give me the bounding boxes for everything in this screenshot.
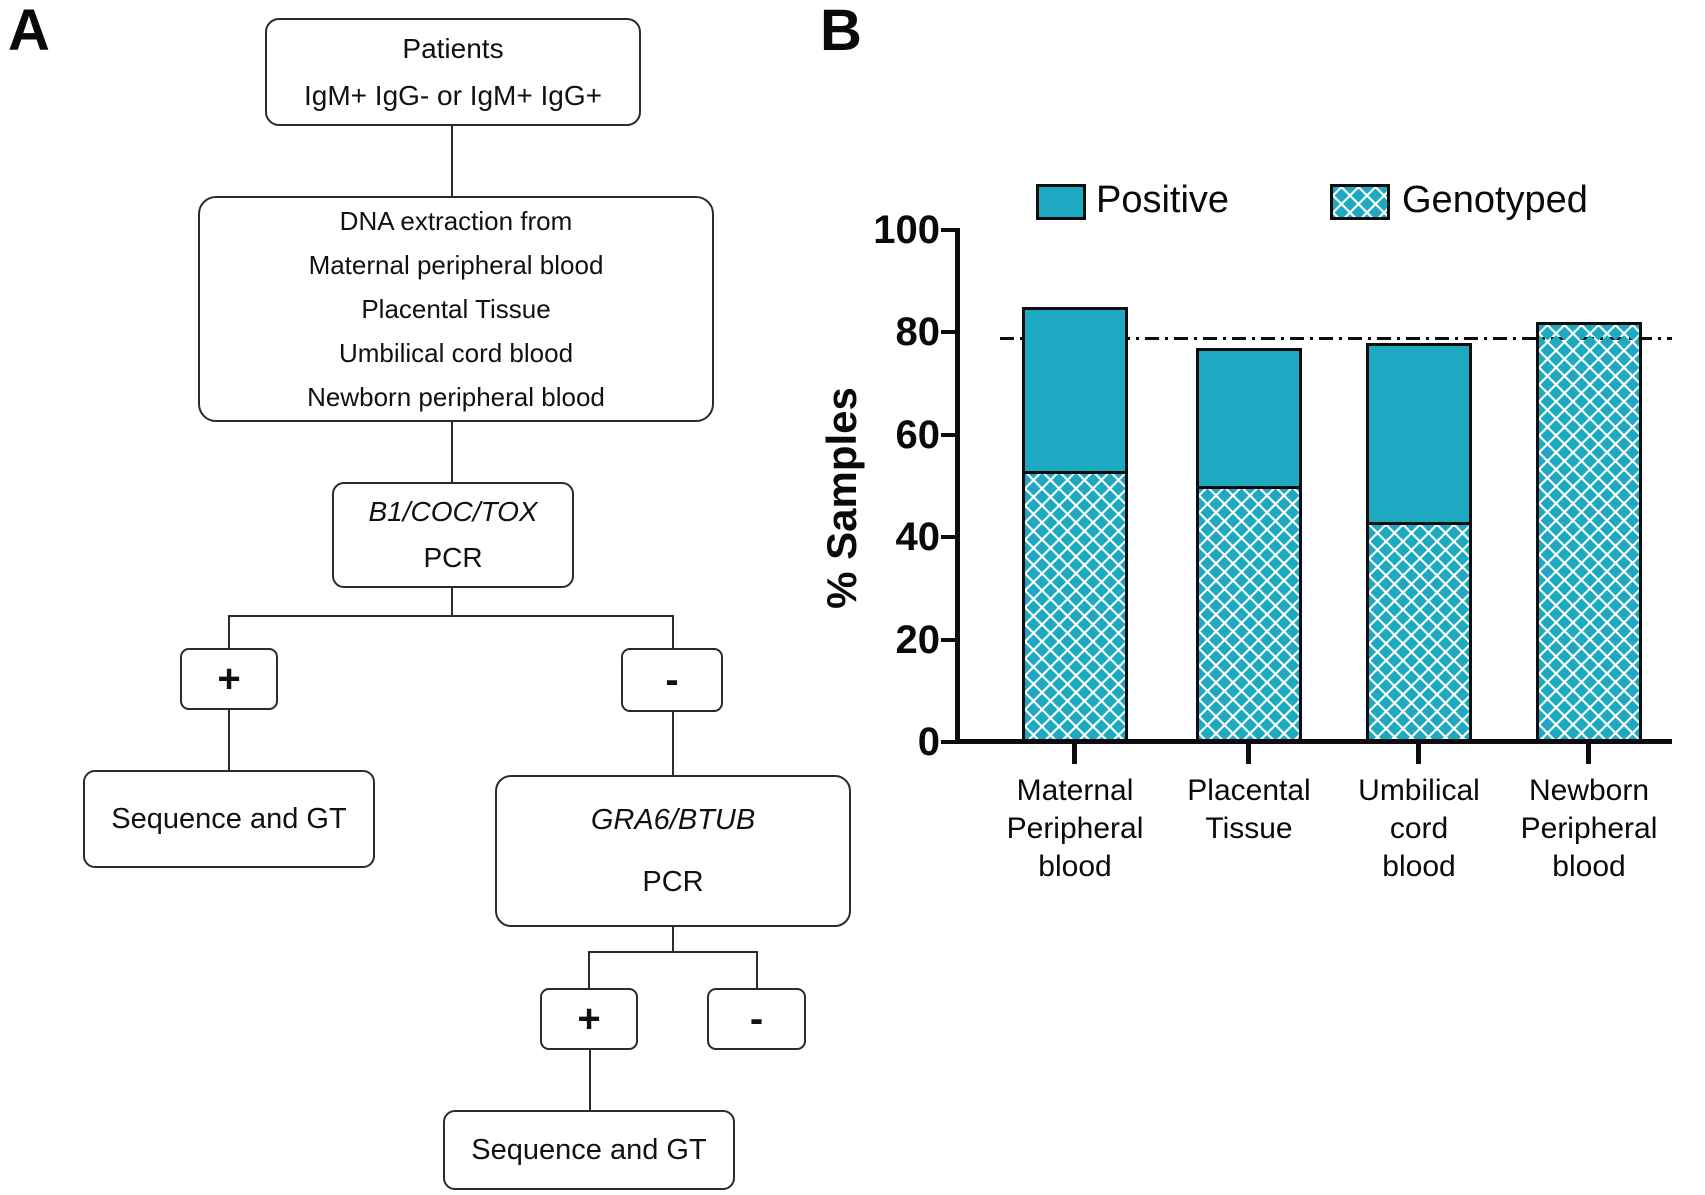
- patients-serology: IgM+ IgG- or IgM+ IgG+: [303, 80, 602, 111]
- pcr2-method: PCR: [642, 866, 704, 898]
- y-axis-line: [955, 228, 960, 744]
- bar-3-genotyped-segment: [1539, 325, 1639, 740]
- flow-node-pcr2-negative: -: [707, 988, 806, 1050]
- y-tick-label-60: 60: [895, 412, 941, 457]
- y-tick-60: [941, 432, 955, 437]
- bar-1-positive-segment: [1199, 350, 1299, 489]
- x-tick-3: [1586, 744, 1591, 764]
- connector-minus1-to-pcr2: [672, 712, 674, 775]
- connector-patients-to-dna: [451, 126, 453, 196]
- pcr1-genes: B1/COC/TOX: [368, 496, 538, 527]
- panel-b-label: B: [820, 0, 862, 63]
- x-category-label-1: Placental Tissue: [1187, 774, 1311, 845]
- connector-dna-to-pcr1: [451, 422, 453, 482]
- bar-2: [1366, 342, 1472, 742]
- y-tick-80: [941, 330, 955, 335]
- flow-node-dna-extraction: DNA extraction from Maternal peripheral …: [198, 196, 714, 422]
- x-tick-1: [1246, 744, 1251, 764]
- legend-genotyped-swatch: [1330, 184, 1390, 220]
- pcr1-positive-sign: +: [217, 657, 241, 701]
- y-axis-title: % Samples: [818, 387, 865, 609]
- connector-plus1-to-sequence: [228, 710, 230, 770]
- flow-node-pcr2-positive: +: [540, 988, 638, 1050]
- legend-positive-label: Positive: [1096, 179, 1230, 221]
- x-tick-2: [1416, 744, 1421, 764]
- pcr2-positive-sign: +: [577, 997, 601, 1041]
- x-axis-line: [955, 739, 1672, 744]
- y-tick-label-40: 40: [895, 515, 941, 560]
- bar-0: [1022, 306, 1128, 742]
- patients-title: Patients: [402, 33, 504, 64]
- flow-node-sequence-gt-2: Sequence and GT: [443, 1110, 735, 1190]
- panel-a-label: A: [8, 0, 50, 63]
- flow-node-pcr-round2: GRA6/BTUB PCR: [495, 775, 851, 927]
- bar-0-positive-segment: [1025, 309, 1125, 474]
- flow-node-pcr-round1: B1/COC/TOX PCR: [332, 482, 574, 588]
- flow-node-patients: Patients IgM+ IgG- or IgM+ IgG+: [265, 18, 641, 126]
- flow-node-pcr1-positive: +: [180, 648, 278, 710]
- pcr1-negative-sign: -: [665, 658, 679, 702]
- x-category-label-3: Newborn Peripheral blood: [1520, 774, 1658, 883]
- pcr2-genes: GRA6/BTUB: [590, 804, 756, 836]
- y-tick-40: [941, 535, 955, 540]
- y-tick-label-20: 20: [895, 617, 941, 662]
- branch1-left-stub: [228, 615, 230, 648]
- dna-extraction-text: DNA extraction from Maternal peripheral …: [307, 206, 605, 412]
- branch2-horizontal-line: [588, 951, 757, 953]
- bar-3: [1536, 322, 1642, 743]
- legend-genotyped-pattern: [1333, 187, 1387, 217]
- flow-node-pcr1-negative: -: [621, 648, 723, 712]
- x-category-label-2: Umbilical cord blood: [1358, 774, 1480, 883]
- sequence-gt-1-label: Sequence and GT: [111, 802, 347, 835]
- flow-node-sequence-gt-1: Sequence and GT: [83, 770, 375, 868]
- connector-pcr1-to-branch: [451, 588, 453, 616]
- branch2-left-stub: [588, 951, 590, 988]
- y-tick-label-0: 0: [917, 720, 940, 764]
- connector-pcr2-to-branch: [672, 927, 674, 953]
- x-category-label-0: Maternal Peripheral blood: [1006, 774, 1144, 883]
- x-tick-0: [1072, 744, 1077, 764]
- y-tick-20: [941, 637, 955, 642]
- y-tick-0: [941, 740, 955, 744]
- bar-1: [1196, 347, 1302, 742]
- sequence-gt-2-label: Sequence and GT: [471, 1133, 707, 1166]
- legend-genotyped-label: Genotyped: [1402, 179, 1588, 221]
- branch1-horizontal-line: [228, 615, 674, 617]
- y-tick-label-100: 100: [873, 208, 940, 252]
- y-tick-label-80: 80: [895, 310, 941, 355]
- legend-positive-swatch: [1036, 184, 1086, 220]
- bar-2-positive-segment: [1369, 345, 1469, 525]
- connector-plus2-to-sequence: [589, 1050, 591, 1110]
- threshold-line: [1000, 336, 1672, 340]
- y-tick-100: [941, 228, 955, 232]
- branch2-right-stub: [756, 951, 758, 988]
- branch1-right-stub: [672, 615, 674, 648]
- pcr1-method: PCR: [423, 542, 483, 573]
- pcr2-negative-sign: -: [749, 997, 764, 1041]
